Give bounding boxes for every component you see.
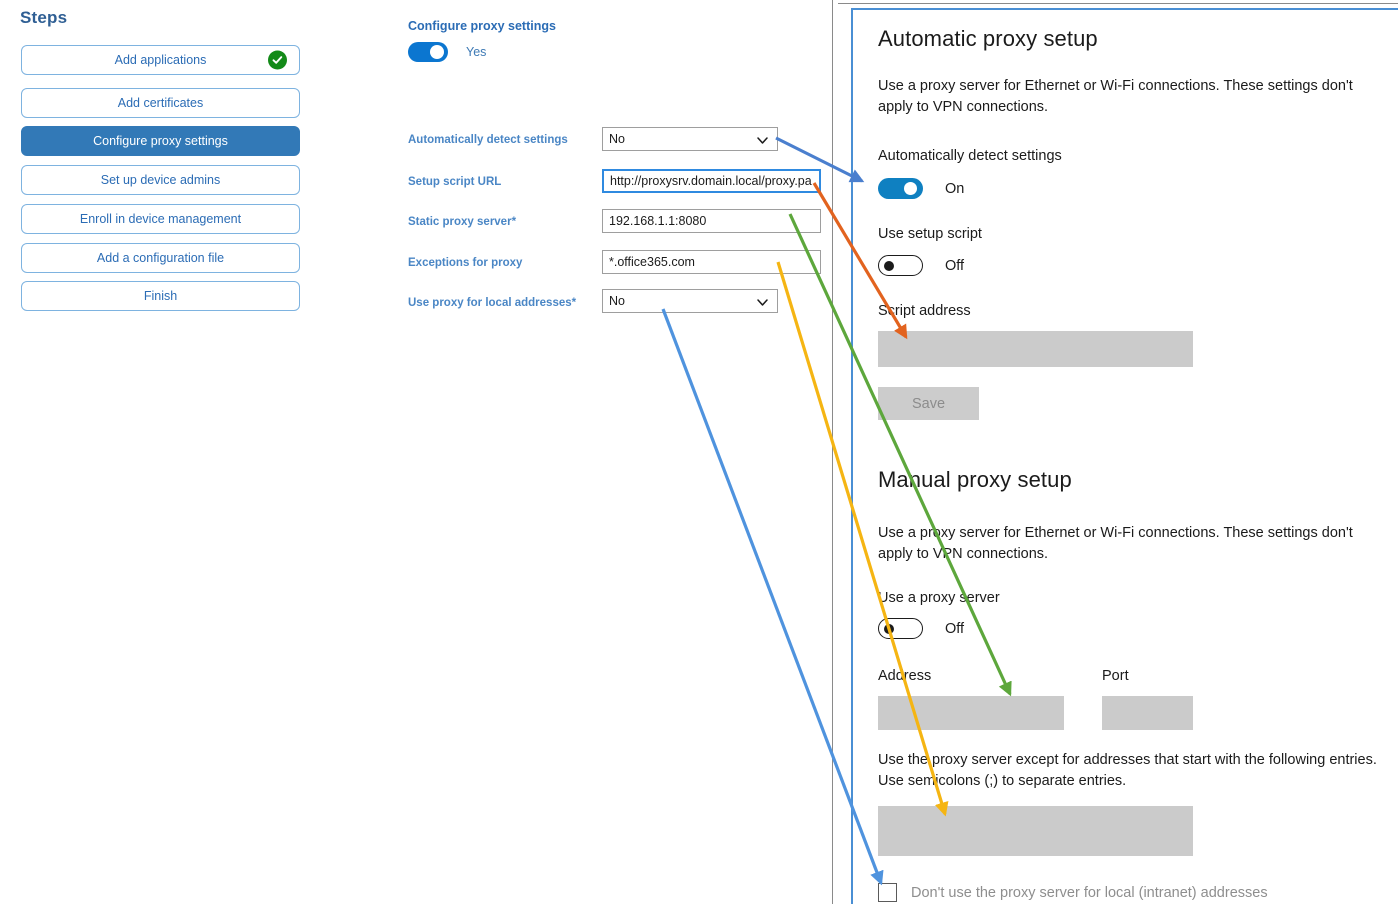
auto-detect-settings-toggle[interactable] <box>878 178 923 199</box>
label-setup-script-url: Setup script URL <box>408 176 502 188</box>
label-exceptions-for-proxy: Exceptions for proxy <box>408 257 523 269</box>
address-input[interactable] <box>878 696 1064 730</box>
required-marker: * <box>571 297 577 309</box>
use-setup-script-state: Off <box>945 257 965 274</box>
automatic-proxy-setup-heading: Automatic proxy setup <box>878 26 1098 51</box>
bypass-local-addresses-checkbox[interactable] <box>878 883 897 902</box>
save-button[interactable]: Save <box>878 387 979 420</box>
step-label: Set up device admins <box>100 173 221 187</box>
automatic-proxy-setup-description: Use a proxy server for Ethernet or Wi-Fi… <box>878 78 1353 115</box>
step-set-up-device-admins[interactable]: Set up device admins <box>21 165 300 195</box>
toggle-knob <box>430 45 444 59</box>
proxy-form-panel: Configure proxy settings Yes Automatical… <box>332 0 832 904</box>
manual-proxy-setup-description: Use a proxy server for Ethernet or Wi-Fi… <box>878 525 1353 562</box>
bypass-local-addresses-row: Don't use the proxy server for local (in… <box>878 883 1268 902</box>
select-use-proxy-for-local-addresses[interactable]: No <box>602 289 778 313</box>
use-setup-script-toggle[interactable] <box>878 255 923 276</box>
steps-heading: Steps <box>20 8 68 27</box>
label-use-proxy-for-local-addresses: Use proxy for local addresses* <box>408 297 577 309</box>
required-marker: * <box>511 216 517 228</box>
port-label: Port <box>1102 668 1129 684</box>
port-input[interactable] <box>1102 696 1193 730</box>
proxy-exceptions-input[interactable] <box>878 806 1193 856</box>
auto-detect-settings-label: Automatically detect settings <box>878 148 1062 164</box>
input-static-proxy-server[interactable]: 192.168.1.1:8080 <box>602 209 821 233</box>
toggle-knob <box>884 624 894 634</box>
step-add-a-configuration-file[interactable]: Add a configuration file <box>21 243 300 273</box>
use-a-proxy-server-toggle[interactable] <box>878 618 923 639</box>
proxy-exceptions-description: Use the proxy server except for addresse… <box>878 752 1377 789</box>
step-enroll-in-device-management[interactable]: Enroll in device management <box>21 204 300 234</box>
step-finish[interactable]: Finish <box>21 281 300 311</box>
step-label: Add applications <box>114 53 207 67</box>
bypass-local-addresses-label: Don't use the proxy server for local (in… <box>911 884 1268 901</box>
step-add-applications[interactable]: Add applications <box>21 45 300 75</box>
manual-proxy-setup-heading: Manual proxy setup <box>878 467 1072 492</box>
use-a-proxy-server-state: Off <box>945 620 965 637</box>
use-setup-script-toggle-row: Off <box>878 255 964 276</box>
step-label: Enroll in device management <box>79 212 242 226</box>
use-setup-script-label: Use setup script <box>878 226 982 242</box>
input-setup-script-url[interactable]: http://proxysrv.domain.local/proxy.pa <box>602 169 821 193</box>
select-automatically-detect-settings[interactable]: No <box>602 127 778 151</box>
windows-proxy-settings-panel: Automatic proxy setup Use a proxy server… <box>851 8 1398 904</box>
steps-panel: Steps Add applications Add certificates … <box>0 0 332 904</box>
use-a-proxy-server-label: Use a proxy server <box>878 590 1000 606</box>
top-divider <box>838 3 1398 4</box>
vertical-divider <box>832 0 833 904</box>
configure-proxy-toggle-label: Yes <box>466 45 487 59</box>
step-label: Add certificates <box>117 96 204 110</box>
form-heading: Configure proxy settings <box>408 19 556 33</box>
auto-detect-settings-state: On <box>945 180 965 197</box>
use-a-proxy-server-toggle-row: Off <box>878 618 964 639</box>
step-add-certificates[interactable]: Add certificates <box>21 88 300 118</box>
step-label: Add a configuration file <box>96 251 225 265</box>
step-label: Configure proxy settings <box>93 134 228 148</box>
chevron-down-icon <box>757 137 768 144</box>
address-label: Address <box>878 668 932 684</box>
check-icon <box>268 50 287 70</box>
auto-detect-settings-toggle-row: On <box>878 178 964 199</box>
script-address-input[interactable] <box>878 331 1193 367</box>
step-label: Finish <box>143 289 178 303</box>
toggle-knob <box>904 182 917 195</box>
script-address-label: Script address <box>878 303 971 319</box>
label-static-proxy-server: Static proxy server* <box>408 216 517 228</box>
configure-proxy-toggle-row: Yes <box>408 42 486 62</box>
step-configure-proxy-settings[interactable]: Configure proxy settings <box>21 126 300 156</box>
chevron-down-icon <box>757 299 768 306</box>
toggle-knob <box>884 261 894 271</box>
configure-proxy-toggle[interactable] <box>408 42 448 62</box>
label-automatically-detect-settings: Automatically detect settings <box>408 134 568 146</box>
input-exceptions-for-proxy[interactable]: *.office365.com <box>602 250 821 274</box>
